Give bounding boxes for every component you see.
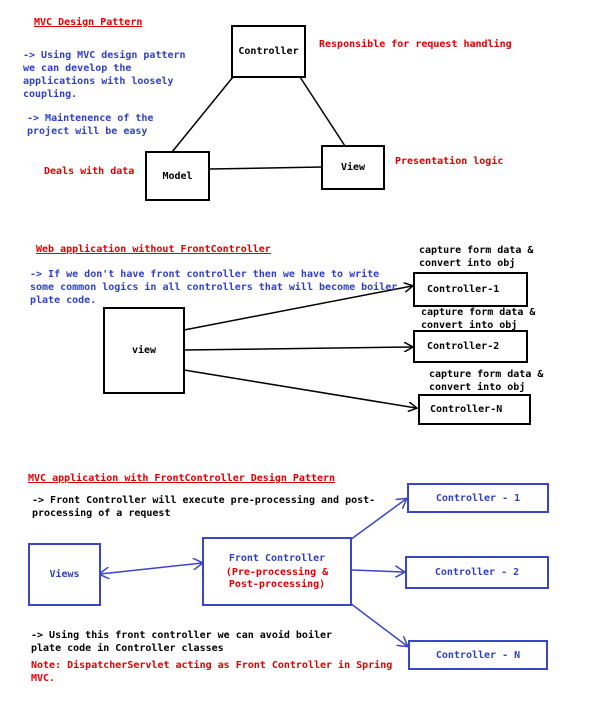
view-box-2-label: view bbox=[131, 345, 157, 356]
view-controller2-arrow bbox=[183, 347, 412, 350]
section2-title: Web application without FrontController bbox=[36, 244, 271, 255]
model-note: Deals with data bbox=[44, 166, 135, 177]
controller-note: Responsible for request handling bbox=[319, 39, 512, 50]
model-controller-link bbox=[171, 76, 234, 153]
views-front-arrow bbox=[100, 563, 202, 574]
controller-n-box: Controller-N bbox=[418, 394, 531, 425]
controller-box: Controller bbox=[231, 25, 306, 78]
capture-note-1: capture form data & convert into obj bbox=[419, 245, 534, 269]
section1-desc2: -> Maintenence of the project will be ea… bbox=[27, 113, 154, 137]
front-controller-box: Front Controller (Pre-processing & Post-… bbox=[202, 537, 352, 606]
front-controller2-arrow bbox=[351, 570, 404, 572]
model-box: Model bbox=[145, 151, 210, 201]
controller-1-box: Controller-1 bbox=[413, 272, 528, 307]
section3-note: Note: DispatcherServlet acting as Front … bbox=[31, 660, 393, 684]
controller-view-link bbox=[299, 76, 346, 147]
views-box: Views bbox=[28, 543, 101, 606]
section3-title: MVC application with FrontController Des… bbox=[28, 473, 336, 484]
view-box-2: view bbox=[103, 307, 185, 394]
view-note: Presentation logic bbox=[395, 156, 504, 167]
section3-desc2: -> Using this front controller we can av… bbox=[31, 630, 333, 654]
controller-2-label: Controller-2 bbox=[427, 341, 500, 352]
front-controller-sub: (Pre-processing & Post-processing) bbox=[225, 566, 329, 590]
section2-desc: -> If we don't have front controller the… bbox=[30, 269, 398, 306]
view-box: View bbox=[321, 145, 385, 190]
section1-title: MVC Design Pattern bbox=[34, 17, 143, 28]
front-controllerN-arrow bbox=[349, 602, 407, 646]
views-box-label: Views bbox=[49, 569, 80, 580]
view-controllerN-arrow bbox=[183, 369, 416, 408]
fc-controller-1-label: Controller - 1 bbox=[435, 492, 521, 504]
front-controller1-arrow bbox=[349, 499, 406, 541]
model-view-link bbox=[209, 166, 323, 170]
section1-desc1: -> Using MVC design pattern we can devel… bbox=[23, 50, 186, 100]
view-box-label: View bbox=[340, 162, 366, 173]
controller-1-label: Controller-1 bbox=[427, 284, 500, 295]
section3-desc: -> Front Controller will execute pre-pro… bbox=[32, 495, 376, 519]
controller-box-label: Controller bbox=[238, 46, 299, 57]
fc-controller-n-box: Controller - N bbox=[408, 640, 548, 670]
fc-controller-2-label: Controller - 2 bbox=[434, 567, 520, 578]
fc-controller-2-box: Controller - 2 bbox=[405, 556, 549, 589]
controller-2-box: Controller-2 bbox=[413, 330, 528, 363]
model-box-label: Model bbox=[162, 170, 193, 182]
controller-n-label: Controller-N bbox=[430, 404, 503, 415]
view-controller1-arrow bbox=[183, 286, 412, 331]
fc-controller-1-box: Controller - 1 bbox=[407, 483, 549, 513]
fc-controller-n-label: Controller - N bbox=[435, 649, 521, 661]
capture-note-3: capture form data & convert into obj bbox=[429, 369, 544, 393]
capture-note-2: capture form data & convert into obj bbox=[421, 307, 536, 331]
front-controller-label: Front Controller bbox=[228, 552, 326, 564]
